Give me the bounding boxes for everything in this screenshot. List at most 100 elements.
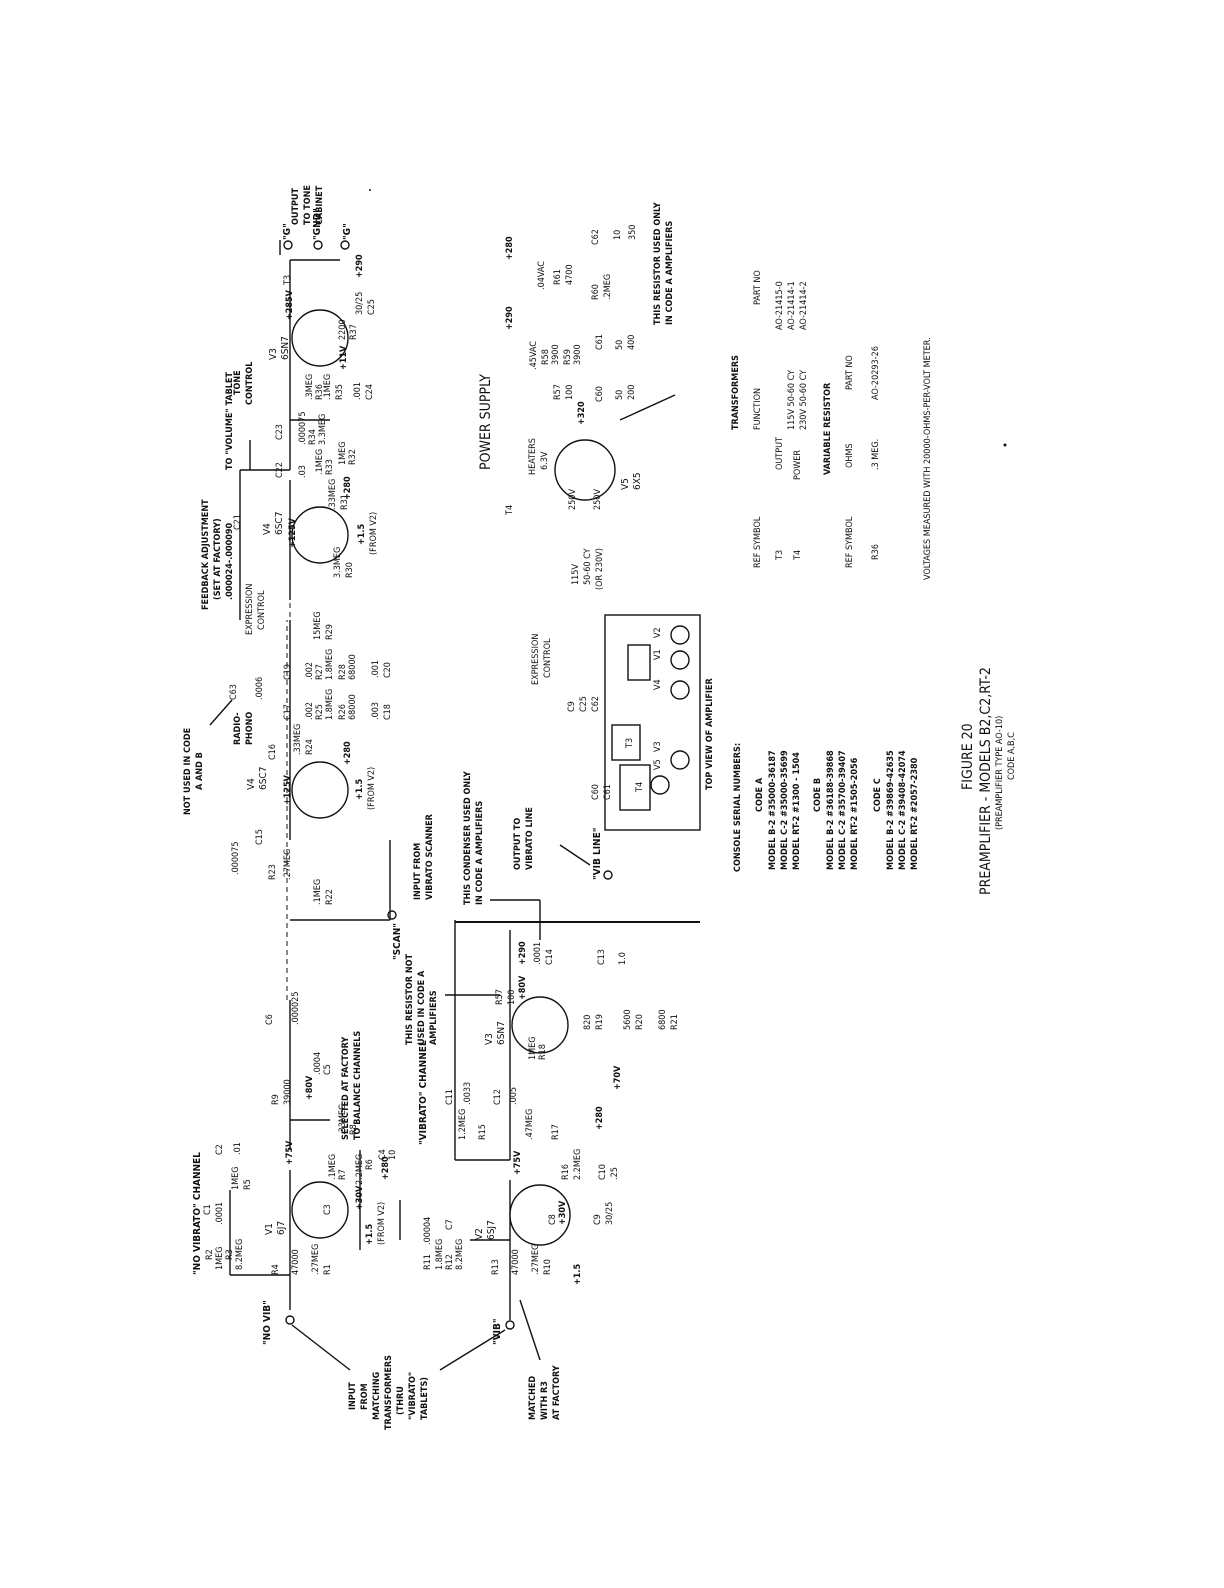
t4-ref: T4 [505, 505, 515, 516]
radio-phono-note: RADIO- PHONO [233, 712, 255, 745]
c4-value: 10 [388, 1150, 398, 1160]
note-line: NOT USED IN CODE [183, 728, 193, 815]
v-from-v2-c: (FROM V2) [369, 512, 379, 555]
r28-value: 68000 [348, 654, 358, 680]
note-line: TRANSFORMERS [384, 1355, 394, 1430]
condenser-only-note: THIS CONDENSER USED ONLY IN CODE A AMPLI… [463, 771, 541, 940]
c22-value: .03 [298, 465, 308, 478]
variable-resistor-table: VARIABLE RESISTOR REF SYMBOL OHMS PART N… [823, 346, 881, 568]
c10-value: .25 [610, 1167, 620, 1180]
top-view-c9: C9 [567, 701, 577, 712]
v-mains-1: 115V [571, 564, 581, 585]
top-view-c62: C62 [591, 696, 601, 712]
figure-caption: FIGURE 20 PREAMPLIFIER - MODELS B2,C2,RT… [960, 667, 1017, 895]
wiring [229, 240, 700, 1320]
tube-v3b: V3 6SN7 [268, 309, 349, 367]
r61-ref: R61 [553, 269, 563, 285]
transformers-row-part: AO-21415-0 [775, 281, 785, 330]
r60-ref: R60 [591, 284, 601, 300]
transformers-header-ref: REF SYMBOL [753, 516, 763, 568]
c15-value: .000075 [231, 842, 241, 875]
top-view-v1: V1 [653, 649, 663, 660]
serials-code-a: CODE A [755, 777, 765, 812]
v-ps-plus280: +280 [505, 236, 515, 260]
c63-ref: C63 [229, 684, 239, 700]
serials-code-b: CODE B [813, 778, 823, 812]
c2-ref: C2 [215, 1144, 225, 1155]
note-line: VIBRATO SCANNER [425, 813, 435, 900]
r29-value: 15MEG [313, 611, 323, 640]
r33-value: .1MEG [315, 449, 325, 475]
output-tone-cabinet-note: OUTPUT TO TONE CABINET [291, 185, 325, 225]
note-line: (SET AT FACTORY) [213, 518, 223, 600]
r5-value: 1MEG [231, 1166, 241, 1190]
note-line: .000024-.000090 [225, 523, 235, 600]
r7-value: .1MEG [328, 1154, 338, 1180]
r61-value: 4700 [565, 264, 575, 285]
r20-ref: R20 [635, 1014, 645, 1030]
serials-code-c: CODE C [873, 778, 883, 812]
r12-ref: R12 [445, 1254, 455, 1270]
r60-value: .2MEG [603, 274, 613, 300]
c24-value: .001 [353, 382, 363, 400]
tube-v4a: V4 6SC7 [246, 761, 349, 819]
r59-value: 3900 [573, 344, 583, 365]
v-plus125-v4a: +125V [283, 774, 293, 805]
v-plus30-v2: +30V [558, 1200, 568, 1225]
c61-value1: 50 [615, 340, 625, 350]
note-line: IN CODE A AMPLIFIERS [475, 801, 485, 905]
r10-ref: R10 [543, 1259, 553, 1275]
t3-ref: T3 [283, 275, 293, 286]
c25-value: 30/25 [355, 292, 365, 315]
top-view-c61: C61 [603, 784, 613, 800]
r23-ref: R23 [268, 864, 278, 880]
tube-v4a-type: 6SC7 [258, 767, 269, 790]
note-line: CONTROL [257, 590, 267, 630]
c11-ref: C11 [445, 1089, 455, 1105]
note-line: TONE [233, 370, 243, 395]
note-line: USED IN CODE A [417, 970, 427, 1045]
v-plus11: +11V [339, 345, 349, 370]
annotations: "NO VIBRATO" CHANNEL "VIBRATO" CHANNEL I… [183, 185, 676, 1430]
r8-ref: R8 [349, 1124, 359, 1135]
top-view-v5: V5 [653, 759, 663, 770]
r19-value: 820 [583, 1015, 593, 1030]
c60-ref: C60 [595, 386, 605, 402]
r57a-ref: R57 [495, 989, 505, 1005]
note-line: IN CODE A AMPLIFIERS [665, 221, 675, 325]
v-250b: 250V [593, 489, 603, 510]
r33-ref: R33 [325, 459, 335, 475]
c19-ref: C19 [283, 664, 293, 680]
terminal-vib-line [603, 870, 613, 880]
c24-ref: C24 [365, 384, 375, 400]
transformers-row-ref: T4 [793, 550, 803, 561]
note-line: WITH R3 [540, 1381, 550, 1420]
r30-value: 3.3MEG [333, 547, 343, 578]
r21-ref: R21 [670, 1014, 680, 1030]
c25-ref: C25 [367, 299, 377, 315]
r9-value: 39000 [283, 1079, 293, 1105]
serial-row: MODEL C-2 #39408-42074 [898, 750, 908, 870]
c1-ref: C1 [203, 1204, 213, 1215]
v-plus15-v1: +1.5 [365, 1224, 375, 1245]
transformers-header-function: FUNCTION [753, 388, 763, 430]
v-mains-2: 50-60 CY [583, 548, 593, 585]
r25-ref: R25 [315, 704, 325, 720]
r29-ref: R29 [325, 624, 335, 640]
c16-ref: C16 [268, 744, 278, 760]
note-line: EXPRESSION [245, 584, 255, 635]
v-plus75-v1: +75V [285, 1140, 295, 1165]
note-line: CONTROL [245, 362, 255, 405]
r6-ref: R6 [365, 1159, 375, 1170]
note-line: "VIBRATO" [408, 1372, 418, 1420]
terminal-no-vib-label: "NO VIB" [262, 1300, 273, 1345]
variable-resistor-header-ref: REF SYMBOL [845, 516, 855, 568]
v-plus280-v4b: +280 [343, 476, 353, 500]
c61-value2: 400 [627, 335, 637, 350]
terminal-gnd-label: "GND" [312, 208, 323, 240]
expression-control-note: EXPRESSION CONTROL [245, 584, 267, 635]
v-ps-plus290: +290 [505, 306, 515, 330]
c1-value: .0001 [215, 1202, 225, 1225]
v-plus75-v2: +75V [513, 1150, 523, 1175]
r31-ref: R31 [340, 494, 350, 510]
